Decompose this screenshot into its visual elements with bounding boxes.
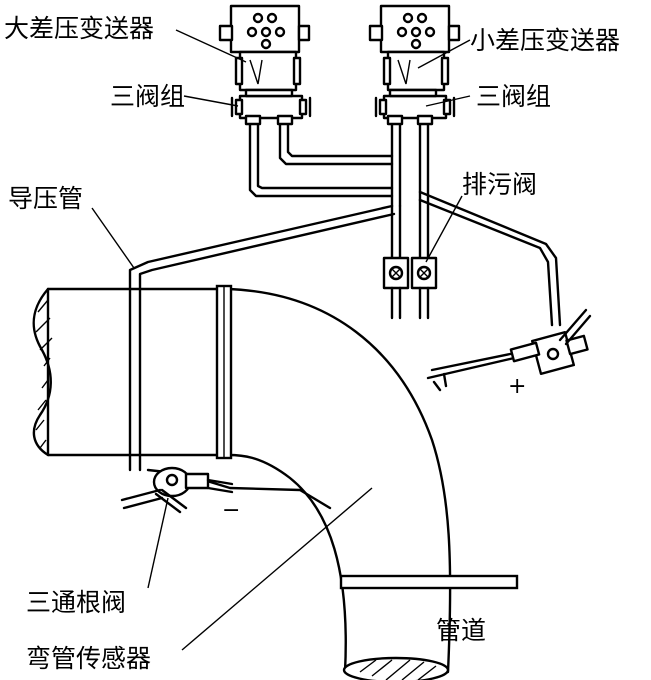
label-three-valve-right: 三阀组 (476, 82, 552, 111)
plus-tap-valve (509, 308, 592, 376)
small-dp-transmitter-body (368, 4, 461, 92)
pipe-flange-left (215, 284, 233, 460)
pipe-flange-bottom (339, 574, 519, 590)
label-elbow-sensor: 弯管传感器 (26, 644, 152, 673)
impulse-lines (128, 120, 562, 510)
drain-valve-left (382, 256, 410, 320)
drain-valve-right (410, 256, 438, 320)
plus-sign: + (508, 374, 527, 399)
large-dp-transmitter-body (218, 4, 311, 92)
leader-lines (91, 29, 471, 651)
label-impulse-line: 导压管 (8, 184, 84, 213)
pipe-bottom-cut (342, 656, 450, 680)
label-pipeline: 管道 (436, 616, 487, 645)
label-three-way-root-valve: 三通根阀 (26, 588, 127, 617)
label-drain-valve: 排污阀 (462, 170, 538, 199)
label-large-dp-transmitter: 大差压变送器 (4, 14, 155, 43)
three-valve-manifold-left (230, 88, 312, 126)
minus-sign: − (222, 498, 241, 523)
label-small-dp-transmitter: 小差压变送器 (470, 26, 621, 55)
minus-root-valve (120, 466, 234, 514)
label-three-valve-left: 三阀组 (110, 82, 186, 111)
three-valve-manifold-right (374, 88, 456, 126)
